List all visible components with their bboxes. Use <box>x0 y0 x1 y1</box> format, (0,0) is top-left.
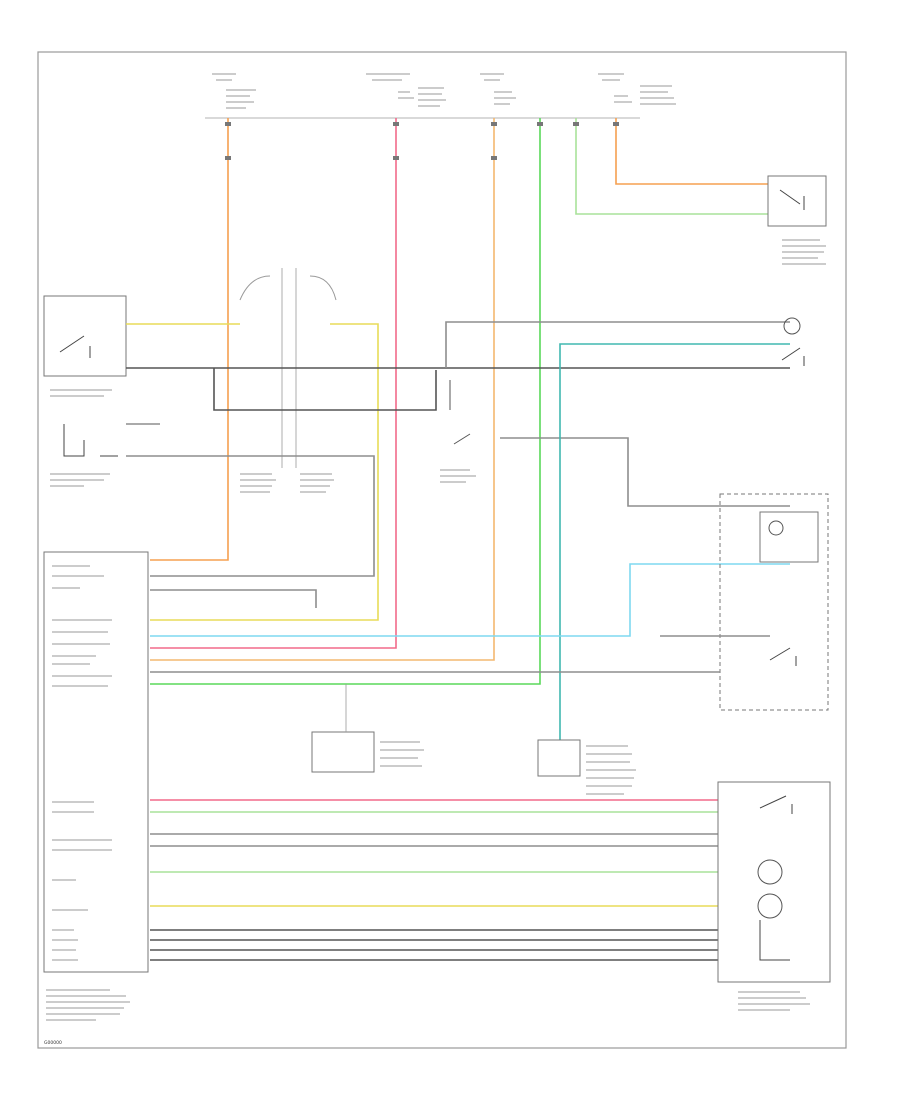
wire-gray-release <box>500 437 790 507</box>
wire-teal-switch <box>559 343 790 740</box>
clutch-switch-contact-icon <box>59 335 91 358</box>
module-label <box>46 989 130 1021</box>
wire-orange-switch <box>615 118 770 185</box>
wire-pink-ignition <box>150 118 397 649</box>
lower-left-switch-icon <box>63 424 118 457</box>
stepper-label <box>738 991 810 1011</box>
right-lamp-box <box>759 511 819 563</box>
wire-orange-battery <box>150 118 229 561</box>
control-module <box>43 551 149 973</box>
fuse-label-group <box>212 73 676 109</box>
diagnostic-connector <box>311 731 375 773</box>
wire-light-green-switch <box>575 118 770 215</box>
diagram-frame <box>37 51 847 1049</box>
brake-switch-component <box>767 175 827 227</box>
right-switch-cluster <box>719 493 829 711</box>
wire-black-lower <box>213 368 437 411</box>
left-switch-labels <box>50 389 476 493</box>
clutch-start-switch <box>43 295 127 377</box>
speed-sensor-connector <box>537 739 581 777</box>
connector-arcs <box>239 275 337 301</box>
mid-bottom-labels <box>380 741 636 795</box>
stepper-switch-icon <box>759 795 793 814</box>
stepper-ground-icon <box>759 920 790 961</box>
wire-light-orange-battery2 <box>150 118 495 661</box>
fuse-terminals <box>225 122 619 160</box>
wire-gray-lower-switch <box>126 455 375 577</box>
motor-coil-1-icon <box>757 859 783 885</box>
right-lamp-icon <box>768 520 784 536</box>
page-code: G00000 <box>44 1040 62 1046</box>
brake-switch-label <box>782 239 826 265</box>
pressure-switch-pin <box>449 380 471 445</box>
wire-yellow-clutch <box>126 323 379 621</box>
right-mid-switch-icon <box>769 647 797 666</box>
indicator-lamp-icon <box>783 317 801 335</box>
module-pin-labels <box>52 565 112 961</box>
wire-gray-switch-feed <box>445 321 790 368</box>
brake-switch-contact-icon <box>779 189 805 210</box>
wire-green-ground <box>150 118 541 685</box>
motor-coil-2-icon <box>757 893 783 919</box>
wire-gray-vent <box>150 589 317 608</box>
wire-cyan-sensor <box>150 563 790 637</box>
stepper-motor-assembly <box>717 781 831 983</box>
right-upper-switch-icon <box>781 347 805 366</box>
